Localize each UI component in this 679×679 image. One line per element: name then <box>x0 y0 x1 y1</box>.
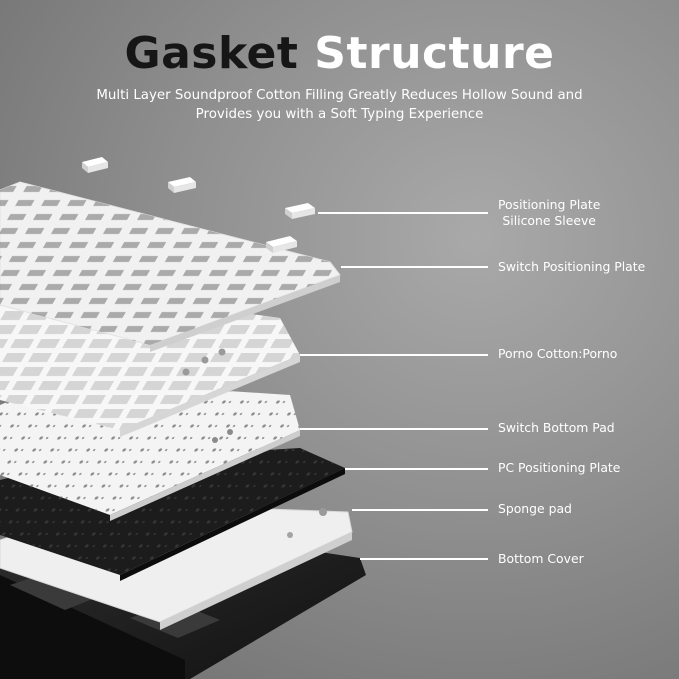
label-switch-bottom-pad: Switch Bottom Pad <box>498 420 615 435</box>
leader-line-switch-positioning-plate <box>341 266 488 268</box>
label-porno-cotton: Porno Cotton:Porno <box>498 346 618 361</box>
label-line: Silicone Sleeve <box>502 213 596 228</box>
label-switch-positioning-plate: Switch Positioning Plate <box>498 259 646 274</box>
subtitle-line-2: Provides you with a Soft Typing Experien… <box>195 107 484 122</box>
label-sponge-pad: Sponge pad <box>498 501 572 516</box>
leader-line-porno-cotton <box>300 354 488 356</box>
silicone-sleeve <box>168 177 196 193</box>
page-title: Gasket Structure <box>0 26 679 82</box>
switch-positioning-plate-layer <box>0 181 341 352</box>
title-word-gasket: Gasket <box>124 28 299 79</box>
silicone-sleeve <box>266 236 297 253</box>
subtitle-line-1: Multi Layer Soundproof Cotton Filling Gr… <box>96 88 583 103</box>
page-subtitle: Multi Layer Soundproof Cotton Filling Gr… <box>30 86 649 124</box>
leader-line-bottom-cover <box>360 558 488 560</box>
leader-line-sponge-pad <box>352 509 488 511</box>
label-line: Positioning Plate <box>498 197 601 212</box>
label-bottom-cover: Bottom Cover <box>498 551 584 566</box>
title-word-structure: Structure <box>314 28 555 79</box>
leader-line-switch-bottom-pad <box>300 428 488 430</box>
label-positioning-plate-silicone-sleeve: Positioning Plate Silicone Sleeve <box>498 197 600 229</box>
silicone-sleeves <box>82 157 315 253</box>
switch-bottom-pad-layer <box>0 380 300 521</box>
silicone-sleeve <box>285 203 315 219</box>
label-pc-positioning-plate: PC Positioning Plate <box>498 460 621 475</box>
leader-line-silicone-sleeve <box>318 212 488 214</box>
silicone-sleeve <box>82 157 108 173</box>
leader-line-pc-positioning-plate <box>345 468 488 470</box>
